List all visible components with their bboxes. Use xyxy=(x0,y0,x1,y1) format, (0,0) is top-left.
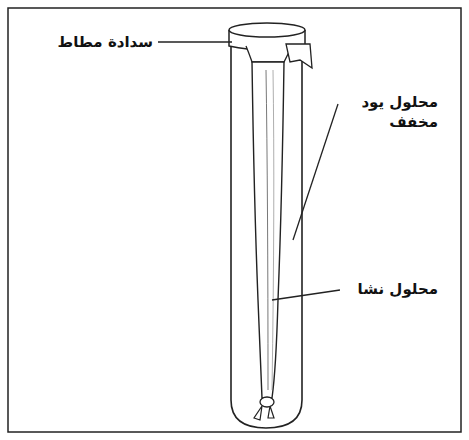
leader-line xyxy=(272,290,340,300)
part-label: سدادة مطاط xyxy=(58,32,153,52)
bag-fold xyxy=(272,70,274,390)
bag-knot xyxy=(260,397,274,407)
leader-line xyxy=(293,104,338,240)
frame xyxy=(8,8,461,432)
dialysis-bag xyxy=(252,62,284,398)
bag-tail xyxy=(254,406,274,420)
tape-strip xyxy=(286,44,312,68)
leader-line xyxy=(158,41,232,42)
bag-neck xyxy=(246,46,292,62)
test-tube xyxy=(231,44,302,428)
bag-fold xyxy=(266,70,268,390)
part-label: محلول نشا xyxy=(358,279,438,299)
part-label: محلول يود مخفف xyxy=(346,92,438,133)
stopper-top xyxy=(229,23,305,37)
